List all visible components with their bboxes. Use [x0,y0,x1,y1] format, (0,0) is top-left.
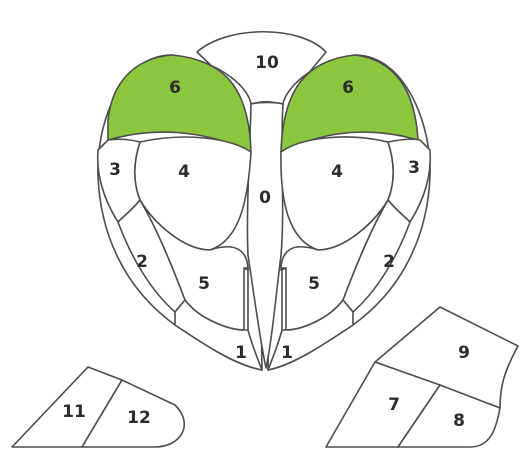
label-9: 9 [458,343,470,363]
label-11: 11 [62,402,86,422]
label-3-left: 3 [109,160,121,180]
label-10: 10 [255,53,279,73]
zone-9 [374,306,519,409]
label-6-left: 6 [169,78,181,98]
label-2-right: 2 [383,252,395,272]
label-3-right: 3 [408,158,420,178]
label-8: 8 [453,411,465,431]
right-notch [281,267,286,330]
label-6-right: 6 [342,78,354,98]
label-5-left: 5 [198,274,210,294]
label-1-right: 1 [281,343,293,363]
label-0: 0 [259,188,271,208]
label-4-right: 4 [331,162,343,182]
zone-6-left [107,54,252,153]
zone-0 [246,101,284,369]
label-4-left: 4 [178,162,190,182]
label-7: 7 [388,395,400,415]
left-notch [244,267,249,330]
zone-1-right [267,299,354,371]
zone-1-left [174,299,263,371]
label-1-left: 1 [235,343,247,363]
zone-8 [397,384,501,448]
label-2-left: 2 [136,252,148,272]
zone-12 [81,379,186,448]
zone-6-right [280,54,419,153]
label-12: 12 [127,408,151,428]
label-5-right: 5 [308,274,320,294]
